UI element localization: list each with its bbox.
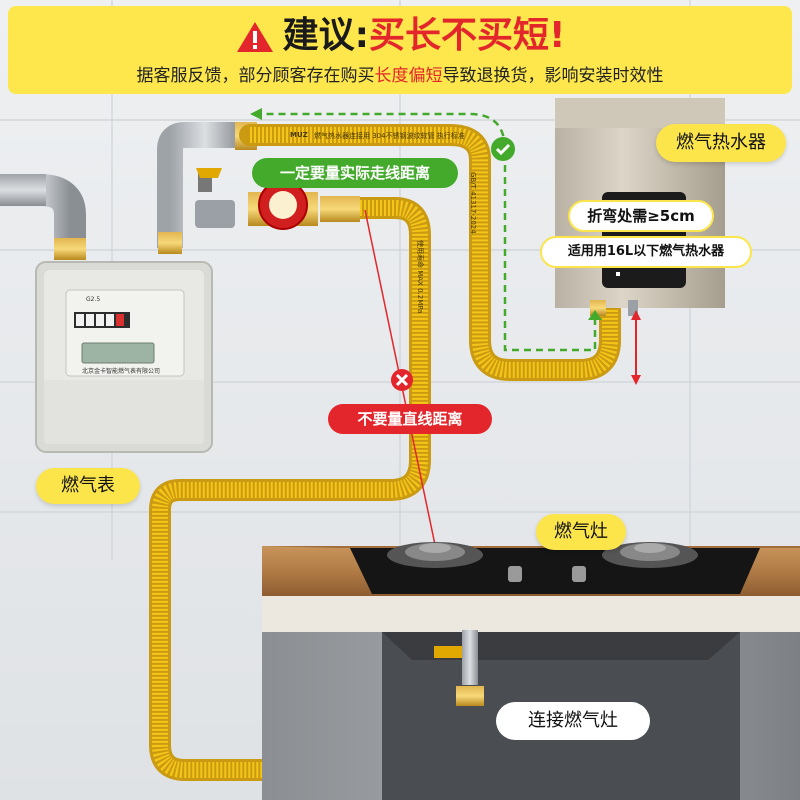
warning-banner: 建议:买长不买短! 据客服反馈，部分顾客存在购买长度偏短导致退换货，影响安装时效… [8,6,792,94]
bend-distance-arrow [631,310,641,385]
check-circle-icon [491,137,515,161]
gas-meter-label: 燃气表 [36,468,140,504]
meter-model: G2.5 [86,296,101,303]
banner-sub-after: 导致退换货，影响安装时效性 [442,66,664,86]
hose-print-line2: GB/T 41317-2024 [469,172,477,234]
banner-subtitle: 据客服反馈，部分顾客存在购买长度偏短导致退换货，影响安装时效性 [8,64,792,88]
gas-cooktop [350,542,760,594]
gas-meter [35,261,213,453]
hose-print-line1: 燃气热水器连接用 304不锈钢波纹软管 执行标准 [314,132,465,140]
banner-sub-highlight: 长度偏短 [374,66,443,86]
hose-brand: MUZ [290,131,308,139]
connect-stove-label: 连接燃气灶 [496,702,650,740]
bend-note-label: 折弯处需≥5cm [568,200,714,232]
no-straight-label: 不要量直线距离 [328,404,492,434]
water-heater-label: 燃气热水器 [656,124,786,162]
banner-lead: 建议: [282,15,369,56]
hose-print-line3: 使用寿命 MAX 0.2MPa [416,240,424,314]
cross-circle-icon [391,369,413,391]
measure-actual-label: 一定要量实际走线距离 [252,158,458,188]
banner-highlight: 买长不买短! [368,15,566,56]
banner-sub-before: 据客服反馈，部分顾客存在购买 [136,66,375,86]
banner-title: 建议:买长不买短! [8,12,792,60]
heater-capacity-label: 适用用16L以下燃气热水器 [540,236,752,268]
measured-route-arrow [262,112,597,352]
warning-triangle-icon [236,22,273,52]
meter-brand: 北京金卡智能燃气表有限公司 [82,368,161,375]
gas-stove-label: 燃气灶 [536,514,626,550]
